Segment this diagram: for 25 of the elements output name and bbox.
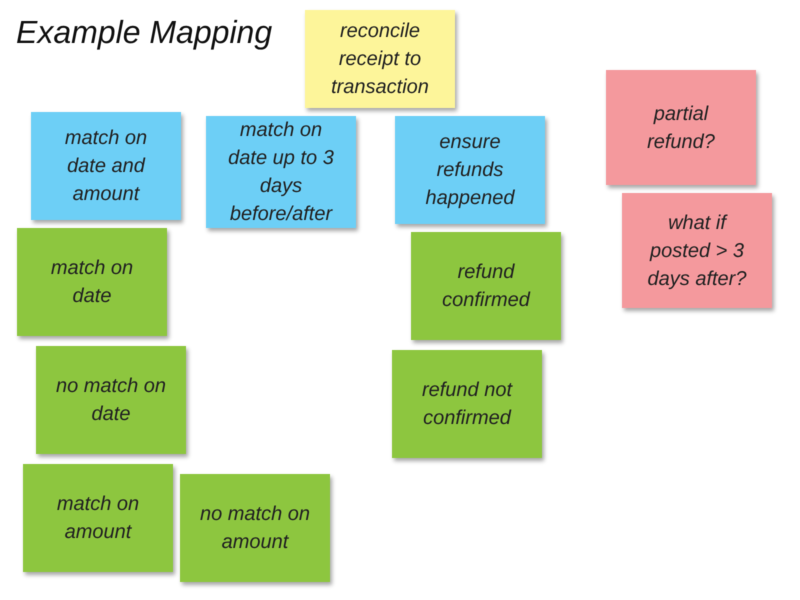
sticky-note xyxy=(395,116,545,224)
sticky-note xyxy=(206,116,356,228)
sticky-note xyxy=(36,346,186,454)
sticky-note xyxy=(622,193,772,308)
sticky-note xyxy=(180,474,330,582)
note-text: partial refund? xyxy=(646,102,716,154)
note-text: no match on amount xyxy=(198,502,312,555)
note-text: what if posted > 3 days after? xyxy=(646,210,748,292)
sticky-note xyxy=(17,228,167,336)
sticky-note xyxy=(31,112,181,220)
sticky-note xyxy=(606,70,756,185)
note-text: match on date and amount xyxy=(64,126,148,207)
note-text: ensure refunds happened xyxy=(424,130,516,211)
sticky-note xyxy=(411,232,561,340)
note-text: no match on date xyxy=(54,374,168,427)
note-text: match on amount xyxy=(56,492,140,545)
note-text: reconcile receipt to transaction xyxy=(330,19,430,100)
note-text: refund not confirmed xyxy=(420,378,514,431)
note-text: match on date xyxy=(50,256,134,309)
title: Example Mapping xyxy=(16,14,272,51)
sticky-note xyxy=(23,464,173,572)
sticky-note xyxy=(305,10,455,108)
note-text: refund confirmed xyxy=(441,260,532,313)
sticky-note xyxy=(392,350,542,458)
note-text: match on date up to 3 days before/after xyxy=(227,118,335,227)
